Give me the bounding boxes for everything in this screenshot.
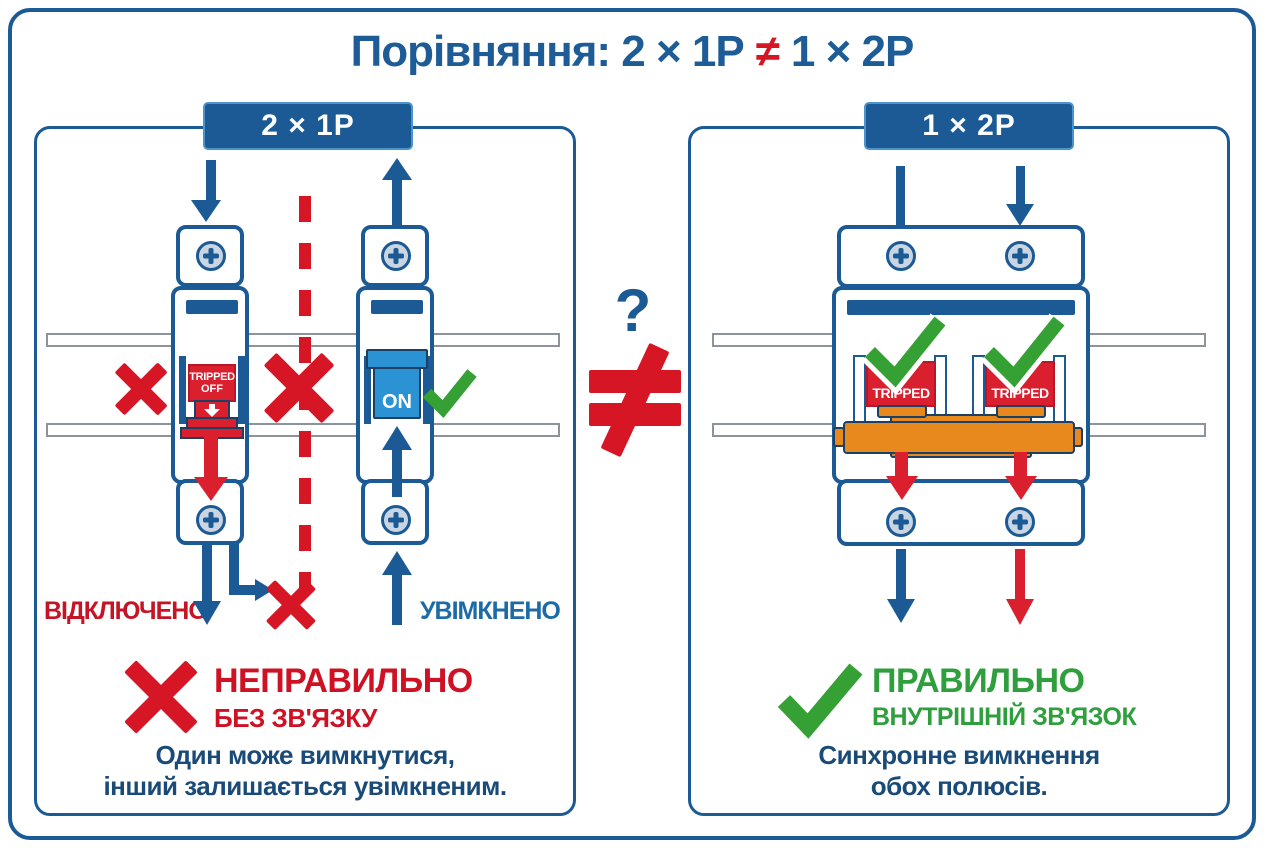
arrow-shaft [392,573,402,625]
cross-icon [269,585,313,625]
toggle-text: ON [382,391,412,413]
toggle-text: TRIPPED [991,385,1049,401]
arrow-shaft [1015,549,1025,601]
right-verdict: ПРАВИЛЬНО [872,662,1085,700]
arrow-head [194,477,228,501]
arrow-head [887,599,915,623]
outer-border [8,8,1256,840]
toggle-text-line1: TRIPPED [189,371,235,383]
check-icon [777,663,863,739]
left-verdict: НЕПРАВИЛЬНО [214,662,473,700]
screw-icon [381,505,411,535]
cross-icon [128,666,194,728]
right-caption-line1: Синхронне вимкнення [818,740,1100,770]
cross-icon [268,357,330,419]
right-panel-header: 1 × 2P [864,102,1074,150]
arrow-head [382,158,412,180]
toggle-recess-wall [179,356,186,424]
arrow-shaft [202,543,212,603]
arrow-head [1006,204,1034,226]
breaker2-label-window [371,300,423,314]
breaker1-label-window [186,300,238,314]
arrow-head [1005,476,1037,500]
arrow-head [191,200,221,222]
check-icon [980,313,1069,395]
question-mark: ? [614,277,652,344]
screw-icon [886,507,916,537]
title-prefix: Порівняння: 2 × 1P [350,27,745,76]
left-caption-line2: інший залишається увімкненим. [103,771,507,801]
left-verdict-sub: БЕЗ ЗВ'ЯЗКУ [214,703,377,733]
right-verdict-sub: ВНУТРІШНІЙ ЗВ'ЯЗОК [872,703,1137,731]
toggle-recess-wall [364,356,371,424]
arrow-shaft [392,178,402,227]
mini-down-arrow-head [204,409,220,417]
screw-icon [886,241,916,271]
screw-icon [1005,241,1035,271]
off-state-label: ВІДКЛЮЧЕНО [44,597,208,625]
title-suffix: 1 × 2P [790,27,914,76]
left-panel-header: 2 × 1P [203,102,413,150]
right-caption-line2: обох полюсів. [870,771,1048,801]
on-state-label: УВІМКНЕНО [420,597,561,625]
arrow-shaft [1016,166,1025,206]
breaker2p-bottom-terminal [837,479,1085,546]
toggle-recess-wall [238,356,245,424]
arrow-head [193,601,221,625]
screw-icon [196,505,226,535]
screw-icon [196,241,226,271]
breaker2p-label-window [847,300,1075,315]
breaker2p-top-terminal [837,225,1085,288]
arrow-shaft [895,452,908,478]
on-toggle-handle: ON [373,367,421,419]
toggle-text: TRIPPED [872,385,930,401]
arrow-shaft [204,437,218,479]
check-icon [422,369,477,418]
cross-icon [118,366,164,412]
tripped-toggle-handle: TRIPPED OFF [188,364,236,402]
arrow-shaft [229,543,239,593]
check-icon [861,313,950,395]
arrow-head [886,476,918,500]
supply-wire [896,166,905,227]
arrow-shaft [229,585,257,595]
left-caption-line1: Один може вимкнутися, [155,740,455,770]
toggle-orange-insert [996,405,1046,418]
screw-icon [381,241,411,271]
arrow-head [382,426,412,450]
page-title: Порівняння: 2 × 1P≠1 × 2P [0,26,1264,78]
toggle-text-line2: OFF [201,383,223,395]
tie-bar-main [843,421,1075,454]
toggle-recess-wall [423,356,430,424]
screw-icon [1005,507,1035,537]
arrow-shaft [1014,452,1027,478]
on-toggle-cap [366,349,428,369]
arrow-head [382,551,412,575]
arrow-shaft [206,160,216,202]
not-equal-sign: ≠ [755,27,780,76]
toggle-orange-insert [877,405,927,418]
arrow-shaft [392,448,402,497]
arrow-shaft [896,549,906,601]
arrow-head [1006,599,1034,625]
mini-down-arrow-icon [209,404,215,410]
